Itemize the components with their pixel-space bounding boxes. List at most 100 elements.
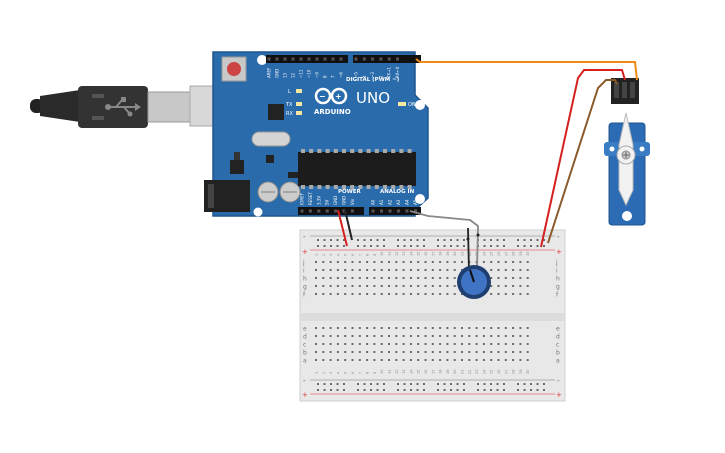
power-pin-label: RESET <box>308 192 313 205</box>
svg-text:i: i <box>556 268 558 275</box>
digital-pin-label: GND <box>275 69 280 78</box>
rail-plus-bottom-left: + <box>302 391 308 399</box>
arduino-gnd-wire[interactable] <box>344 209 353 241</box>
rail-minus-top-left: - <box>303 233 306 241</box>
rail-minus-bottom-left: - <box>303 377 306 385</box>
svg-text:3: 3 <box>329 254 333 256</box>
board-leds: L TX RX ON <box>285 89 416 117</box>
arduino-logo: − + ARDUINO UNO <box>314 87 390 116</box>
servo-ground-wire[interactable] <box>547 79 618 244</box>
power-pin-label: 5V <box>325 199 330 205</box>
analog-pin-label: A2 <box>388 199 393 205</box>
svg-text:7: 7 <box>358 254 362 256</box>
capacitors <box>257 181 301 203</box>
svg-text:10: 10 <box>380 252 384 256</box>
servo-horn[interactable] <box>616 112 636 207</box>
svg-text:−: − <box>319 92 326 101</box>
svg-text:15: 15 <box>417 370 421 374</box>
svg-text:2: 2 <box>322 254 326 256</box>
svg-text:4: 4 <box>336 371 340 374</box>
svg-text:21: 21 <box>461 252 465 256</box>
rail-minus-bottom-right: - <box>557 377 560 385</box>
pot-wiper-wire[interactable] <box>409 210 479 271</box>
svg-text:9: 9 <box>373 372 377 374</box>
servo-motor[interactable] <box>604 78 650 226</box>
svg-text:10: 10 <box>380 370 384 374</box>
digital-pin-label: RX←0 <box>395 66 400 78</box>
wires <box>337 58 638 273</box>
svg-text:4: 4 <box>336 253 340 256</box>
analog-pin-label: A0 <box>371 199 376 205</box>
digital-pin-label: ~11 <box>299 69 304 78</box>
breadboard-column-numbers: 1122334455667788991010111112121313141415… <box>315 251 531 374</box>
pot-left-wire[interactable] <box>467 227 470 273</box>
digital-pin-label: 2 <box>378 75 383 78</box>
svg-text:22: 22 <box>468 252 472 256</box>
svg-text:f: f <box>303 292 306 299</box>
led-label-l: L <box>288 89 291 95</box>
digital-pin-label: ~3 <box>370 72 375 78</box>
svg-text:6: 6 <box>351 372 355 374</box>
svg-text:30: 30 <box>526 252 530 256</box>
brand-label: ARDUINO <box>314 108 351 116</box>
svg-text:h: h <box>556 276 560 283</box>
servo-signal-wire[interactable] <box>415 58 638 81</box>
digital-pin-label: ~10 <box>307 69 312 78</box>
power-jack[interactable] <box>204 180 250 212</box>
breadboard-holes[interactable] <box>315 239 545 391</box>
digital-pin-label: 4 <box>362 75 367 78</box>
svg-text:24: 24 <box>482 251 486 256</box>
potentiometer[interactable] <box>457 233 491 300</box>
svg-text:j: j <box>302 260 305 267</box>
digital-pin-label: 12 <box>291 72 296 78</box>
rail-minus-top-right: - <box>557 233 560 241</box>
svg-text:b: b <box>303 350 307 357</box>
svg-text:h: h <box>303 276 307 283</box>
svg-text:13: 13 <box>402 370 406 374</box>
power-pin-label: IOREF <box>300 192 305 205</box>
svg-text:3: 3 <box>329 372 333 374</box>
svg-text:13: 13 <box>402 252 406 256</box>
svg-text:c: c <box>303 342 306 349</box>
svg-text:2: 2 <box>322 372 326 374</box>
svg-text:1: 1 <box>315 254 319 256</box>
regulator <box>230 160 244 174</box>
analog-pin-label: A1 <box>379 199 384 205</box>
arduino-5v-wire[interactable] <box>337 209 348 247</box>
servo-power-wire[interactable] <box>540 69 626 248</box>
rail-plus-top-left: + <box>302 248 308 256</box>
reset-button[interactable] <box>221 56 247 82</box>
svg-text:27: 27 <box>504 252 508 256</box>
analog-label: ANALOG IN <box>380 189 415 195</box>
svg-text:i: i <box>303 268 305 275</box>
svg-text:29: 29 <box>519 252 523 256</box>
power-pin-label: 3.3V <box>316 196 321 205</box>
analog-pin-label: A4 <box>405 199 410 205</box>
svg-text:a: a <box>556 358 560 365</box>
crystal-oscillator <box>251 131 291 147</box>
svg-text:20: 20 <box>453 252 457 256</box>
svg-text:27: 27 <box>504 370 508 374</box>
usb-chip <box>268 104 284 120</box>
svg-text:16: 16 <box>424 252 428 256</box>
svg-text:28: 28 <box>512 252 516 256</box>
svg-text:d: d <box>303 334 307 341</box>
svg-text:19: 19 <box>446 370 450 374</box>
rail-plus-bottom-right: + <box>556 391 562 399</box>
svg-text:j: j <box>555 260 558 267</box>
svg-text:e: e <box>303 326 307 333</box>
digital-pin-label: ~5 <box>354 72 359 78</box>
svg-text:9: 9 <box>373 254 377 256</box>
power-pin-label: GND <box>333 196 338 205</box>
atmega-chip <box>298 149 416 189</box>
digital-pin-label: 8 <box>323 75 328 78</box>
svg-text:g: g <box>303 284 307 291</box>
svg-text:19: 19 <box>446 252 450 256</box>
svg-text:17: 17 <box>431 370 435 374</box>
